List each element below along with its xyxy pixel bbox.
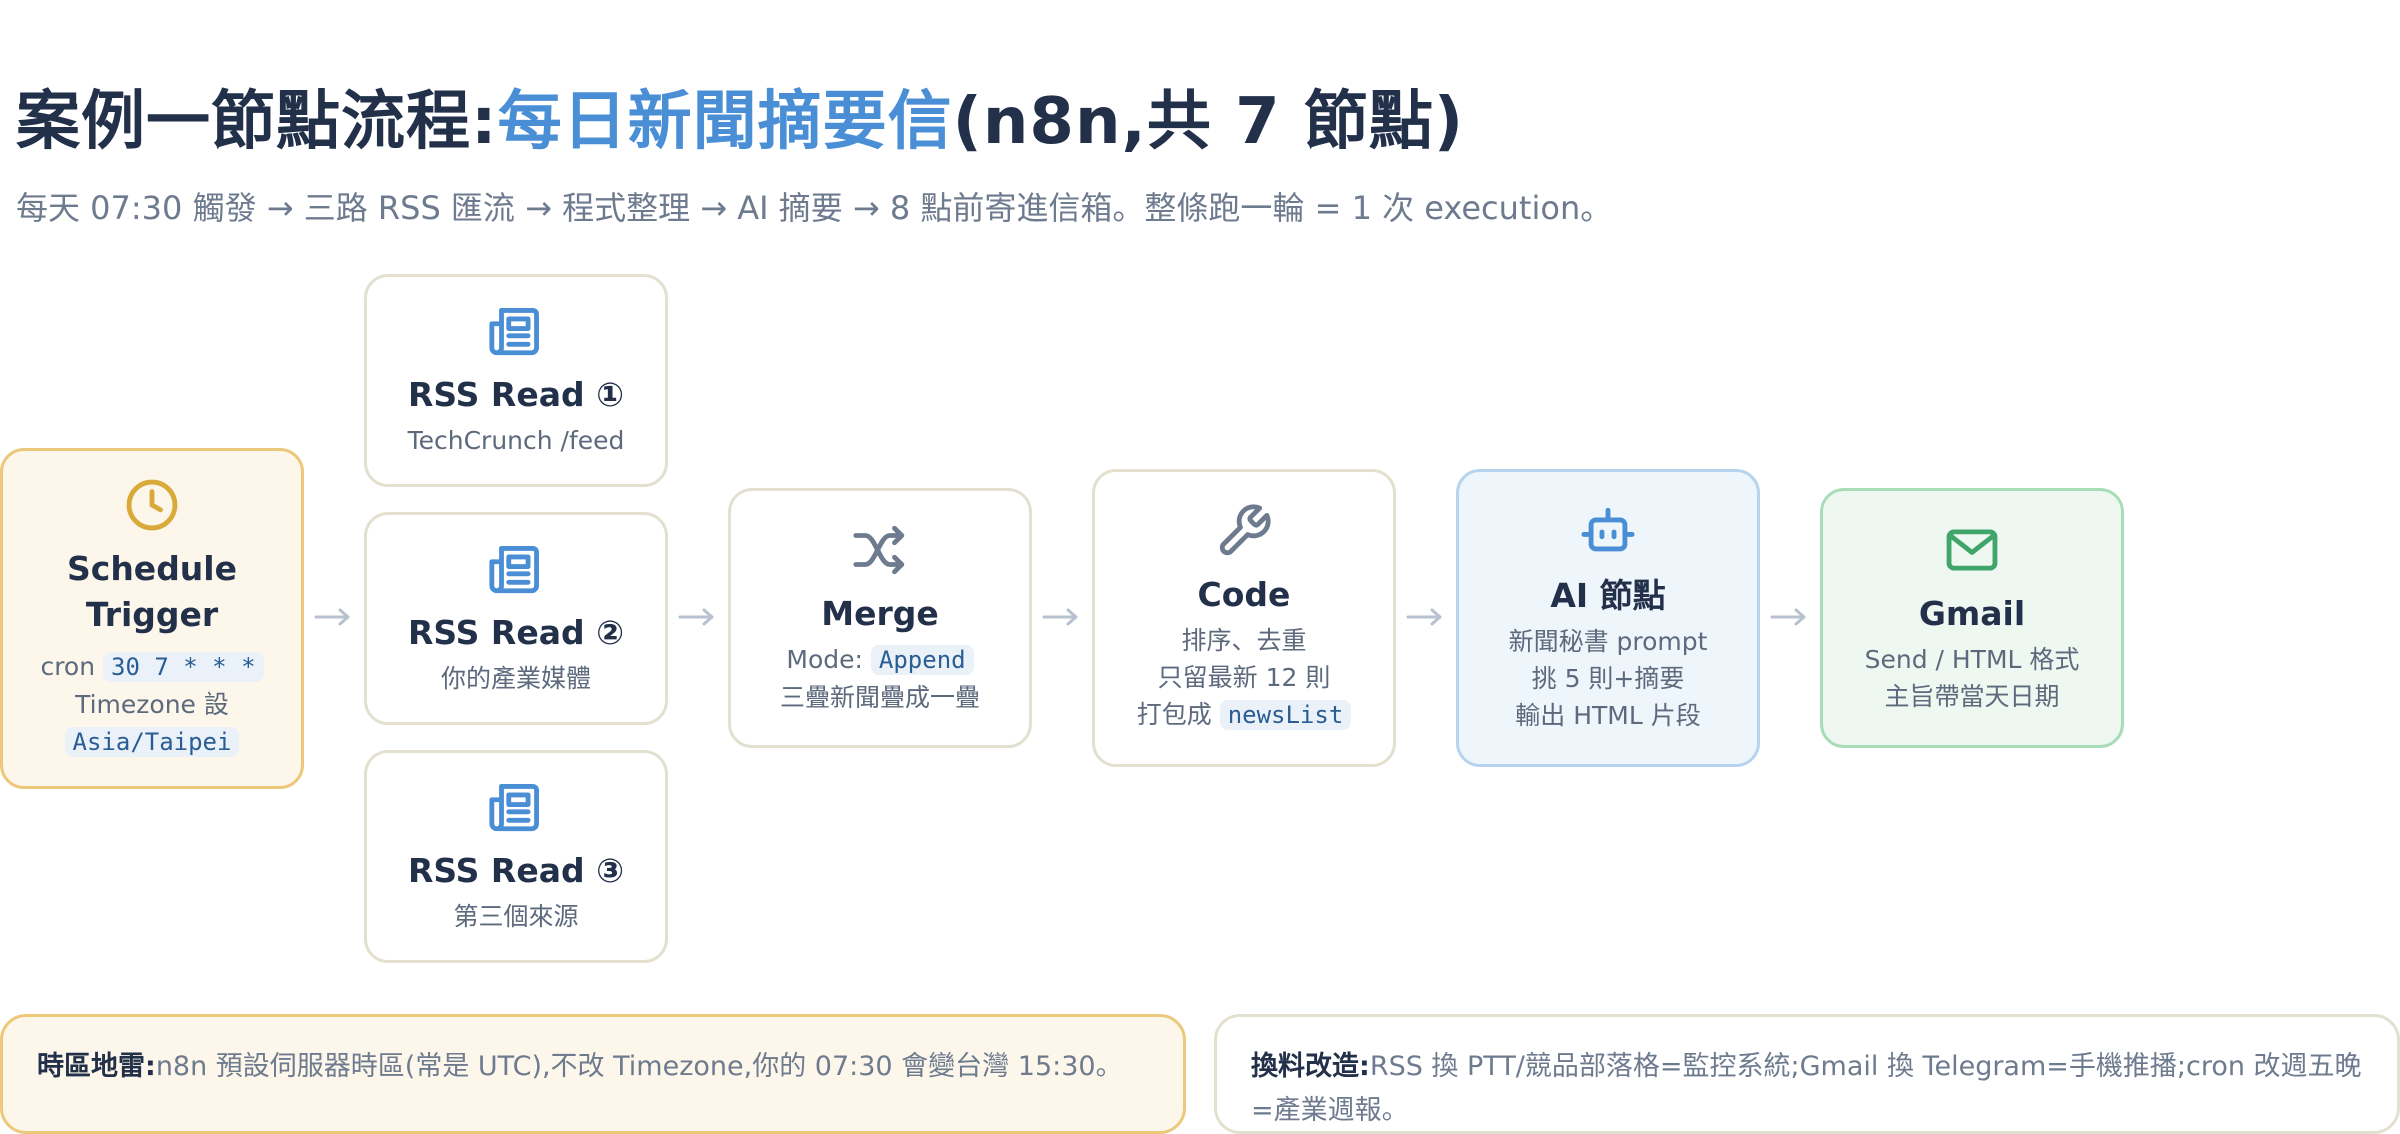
ai-line-2: 挑 5 則+摘要 — [1531, 663, 1685, 693]
timezone-label: Timezone 設 — [75, 690, 229, 719]
node-name: RSS Read ② — [407, 613, 625, 652]
merge-mode-line: Mode: Append — [786, 641, 974, 679]
node-code[interactable]: Code 排序、去重 只留最新 12 則 打包成 newsList — [1092, 469, 1396, 767]
cron-label: cron — [40, 652, 96, 681]
robot-icon — [1581, 507, 1635, 551]
timezone-value: Asia/Taipei — [64, 727, 240, 757]
newspaper-icon — [489, 308, 539, 356]
page-subtitle: 每天 07:30 觸發 → 三路 RSS 匯流 → 程式整理 → AI 摘要 →… — [16, 189, 1613, 227]
node-rss-read-1[interactable]: RSS Read ① TechCrunch /feed — [364, 274, 668, 487]
ai-line-3: 輸出 HTML 片段 — [1515, 700, 1701, 730]
clock-icon — [126, 479, 178, 531]
cron-value: 30 7 * * * — [103, 652, 264, 682]
node-gmail[interactable]: Gmail Send / HTML 格式 主旨帶當天日期 — [1820, 488, 2124, 748]
code-line-3-label: 打包成 — [1136, 700, 1212, 729]
code-line-3-value: newsList — [1219, 700, 1352, 730]
timezone-line: Asia/Taipei — [64, 723, 240, 761]
node-name: AI 節點 — [1550, 575, 1666, 615]
node-desc: 你的產業媒體 — [440, 664, 591, 693]
arrow-merge-to-code — [1042, 608, 1078, 626]
node-rss-read-2[interactable]: RSS Read ② 你的產業媒體 — [364, 512, 668, 725]
tip-label: 換料改造: — [1251, 1051, 1370, 1082]
arrow-rss-to-merge — [678, 608, 714, 626]
node-name: Schedule Trigger — [66, 549, 237, 634]
cron-line: cron 30 7 * * * — [40, 648, 264, 686]
code-line-1: 排序、去重 — [1181, 626, 1307, 655]
node-desc: 第三個來源 — [453, 902, 579, 931]
merge-mode-value: Append — [870, 644, 974, 675]
node-merge[interactable]: Merge Mode: Append 三疊新聞疊成一疊 — [728, 488, 1032, 748]
gmail-line-2: 主旨帶當天日期 — [1884, 682, 2060, 711]
title-accent: 每日新聞摘要信 — [497, 85, 953, 159]
node-ai[interactable]: AI 節點 新聞秘書 prompt 挑 5 則+摘要 輸出 HTML 片段 — [1456, 469, 1760, 767]
node-name: Code — [1197, 575, 1291, 614]
node-name: Gmail — [1918, 594, 2026, 633]
title-main: 案例一節點流程: — [16, 85, 498, 159]
merge-mode-label: Mode: — [786, 644, 863, 674]
remix-tip-note: 換料改造:RSS 換 PTT/競品部落格=監控系統;Gmail 換 Telegr… — [1214, 1014, 2400, 1134]
node-desc: TechCrunch /feed — [407, 426, 625, 455]
shuffle-icon — [853, 525, 905, 574]
title-tail: (n8n,共 7 節點) — [952, 85, 1465, 159]
node-name: RSS Read ① — [407, 375, 625, 414]
code-line-3: 打包成 newsList — [1137, 696, 1352, 734]
arrow-ai-to-gmail — [1770, 608, 1806, 626]
tip-text: RSS 換 PTT/競品部落格=監控系統;Gmail 換 Telegram=手機… — [1251, 1051, 2362, 1126]
code-line-2: 只留最新 12 則 — [1157, 663, 1331, 692]
envelope-icon — [1946, 529, 1998, 571]
node-name: RSS Read ③ — [407, 851, 625, 890]
node-name: Merge — [821, 593, 939, 633]
wrench-icon — [1219, 504, 1271, 556]
newspaper-icon — [489, 546, 539, 594]
arrow-code-to-ai — [1406, 608, 1442, 626]
newspaper-icon — [489, 784, 539, 832]
gmail-line-1: Send / HTML 格式 — [1864, 645, 2080, 674]
node-schedule-trigger[interactable]: Schedule Trigger cron 30 7 * * * Timezon… — [0, 448, 304, 789]
node-desc: 三疊新聞疊成一疊 — [779, 682, 980, 712]
node-rss-read-3[interactable]: RSS Read ③ 第三個來源 — [364, 750, 668, 963]
arrow-schedule-to-rss — [314, 608, 350, 626]
warning-text: n8n 預設伺服器時區(常是 UTC),不改 Timezone,你的 07:30… — [155, 1051, 1123, 1082]
ai-line-1: 新聞秘書 prompt — [1508, 626, 1708, 656]
page-title: 案例一節點流程:每日新聞摘要信(n8n,共 7 節點) — [16, 70, 1464, 162]
warning-label: 時區地雷: — [37, 1051, 156, 1082]
timezone-warning-note: 時區地雷:n8n 預設伺服器時區(常是 UTC),不改 Timezone,你的 … — [0, 1014, 1186, 1134]
